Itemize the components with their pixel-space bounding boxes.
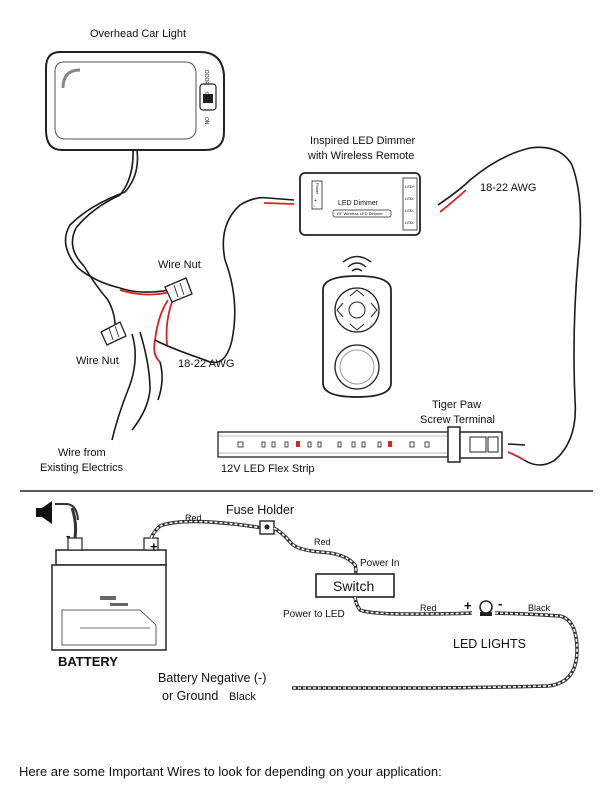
tiger-paw-line2: Screw Terminal bbox=[420, 414, 495, 426]
dimmer-input-wires bbox=[154, 196, 295, 364]
led-lights-label: LED LIGHTS bbox=[453, 637, 526, 651]
footer-note: Here are some Important Wires to look fo… bbox=[19, 764, 442, 779]
dimmer-output-wires bbox=[437, 146, 582, 466]
dimmer-title-line2: with Wireless Remote bbox=[307, 150, 414, 162]
battery-icon bbox=[51, 537, 167, 651]
existing-wires bbox=[111, 331, 163, 441]
red-label-3: Red bbox=[420, 603, 437, 613]
battery-label: BATTERY bbox=[58, 654, 118, 669]
switch-label-door: DOOR bbox=[203, 70, 209, 85]
flex-strip-label: 12V LED Flex Strip bbox=[221, 463, 315, 475]
led-minus: - bbox=[498, 596, 502, 611]
red-wire-switch-led bbox=[353, 596, 473, 616]
dimmer-power-minus: - bbox=[314, 204, 316, 210]
fuse-holder-label: Fuse Holder bbox=[226, 503, 294, 517]
dimmer-terminal-2: LED- bbox=[405, 196, 415, 201]
power-to-led-label: Power to LED bbox=[283, 609, 345, 620]
battery-minus: - bbox=[66, 528, 70, 543]
overhead-light-title: Overhead Car Light bbox=[90, 28, 186, 40]
ground-line1: Battery Negative (-) bbox=[158, 671, 266, 685]
wire-nut-top-icon bbox=[164, 277, 193, 303]
wire-nut-top-label: Wire Nut bbox=[158, 259, 201, 271]
dimmer-terminal-1: LED+ bbox=[405, 184, 416, 189]
battery-negative-wire bbox=[70, 507, 78, 539]
led-dimmer: Power + - LED Dimmer RF Wireless LED Dim… bbox=[299, 172, 421, 236]
led-flex-strip bbox=[217, 426, 503, 463]
dimmer-title-line1: Inspired LED Dimmer bbox=[310, 135, 415, 147]
light-wires bbox=[64, 149, 171, 331]
speaker-icon bbox=[36, 501, 79, 524]
led-bulb-icon bbox=[479, 600, 493, 616]
red-wire-fuse-switch bbox=[273, 526, 358, 576]
red-wire-battery-fuse bbox=[149, 519, 263, 539]
wire-nut-bottom-label: Wire Nut bbox=[76, 355, 119, 367]
wire-nut-bottom-icon bbox=[100, 321, 127, 346]
black-label: Black bbox=[528, 603, 551, 613]
dimmer-terminal-4: LED- bbox=[405, 220, 415, 225]
ground-black: Black bbox=[229, 691, 256, 703]
dimmer-sub-label: RF Wireless LED Dimmer bbox=[337, 211, 383, 216]
dimmer-power-label: Power bbox=[315, 183, 320, 195]
dimmer-power-plus: + bbox=[314, 198, 317, 204]
switch-label: Switch bbox=[333, 578, 374, 594]
red-wires-nuts bbox=[119, 289, 173, 363]
switch-label-on: ON bbox=[203, 117, 209, 125]
overhead-car-light: DOOR OFF ON bbox=[45, 51, 225, 151]
battery-plus: + bbox=[150, 539, 158, 554]
power-in-label: Power In bbox=[360, 558, 399, 569]
dimmer-body-label: LED Dimmer bbox=[338, 200, 379, 207]
existing-electrics-line1: Wire from bbox=[58, 447, 106, 459]
existing-electrics-line2: Existing Electrics bbox=[40, 462, 124, 474]
led-plus: + bbox=[464, 598, 472, 613]
awg-right-label: 18-22 AWG bbox=[480, 182, 536, 194]
wireless-signal-icon bbox=[342, 255, 372, 272]
black-ground-wire bbox=[292, 611, 579, 690]
ground-line2: or Ground bbox=[162, 689, 218, 703]
switch-label-off: OFF bbox=[203, 92, 209, 102]
dimmer-terminal-3: LED- bbox=[405, 208, 415, 213]
fuse-holder-icon bbox=[259, 520, 275, 535]
red-label-2: Red bbox=[314, 537, 331, 547]
wireless-remote bbox=[322, 275, 392, 398]
tiger-paw-line1: Tiger Paw bbox=[432, 399, 481, 411]
red-label-1: Red bbox=[185, 513, 202, 523]
